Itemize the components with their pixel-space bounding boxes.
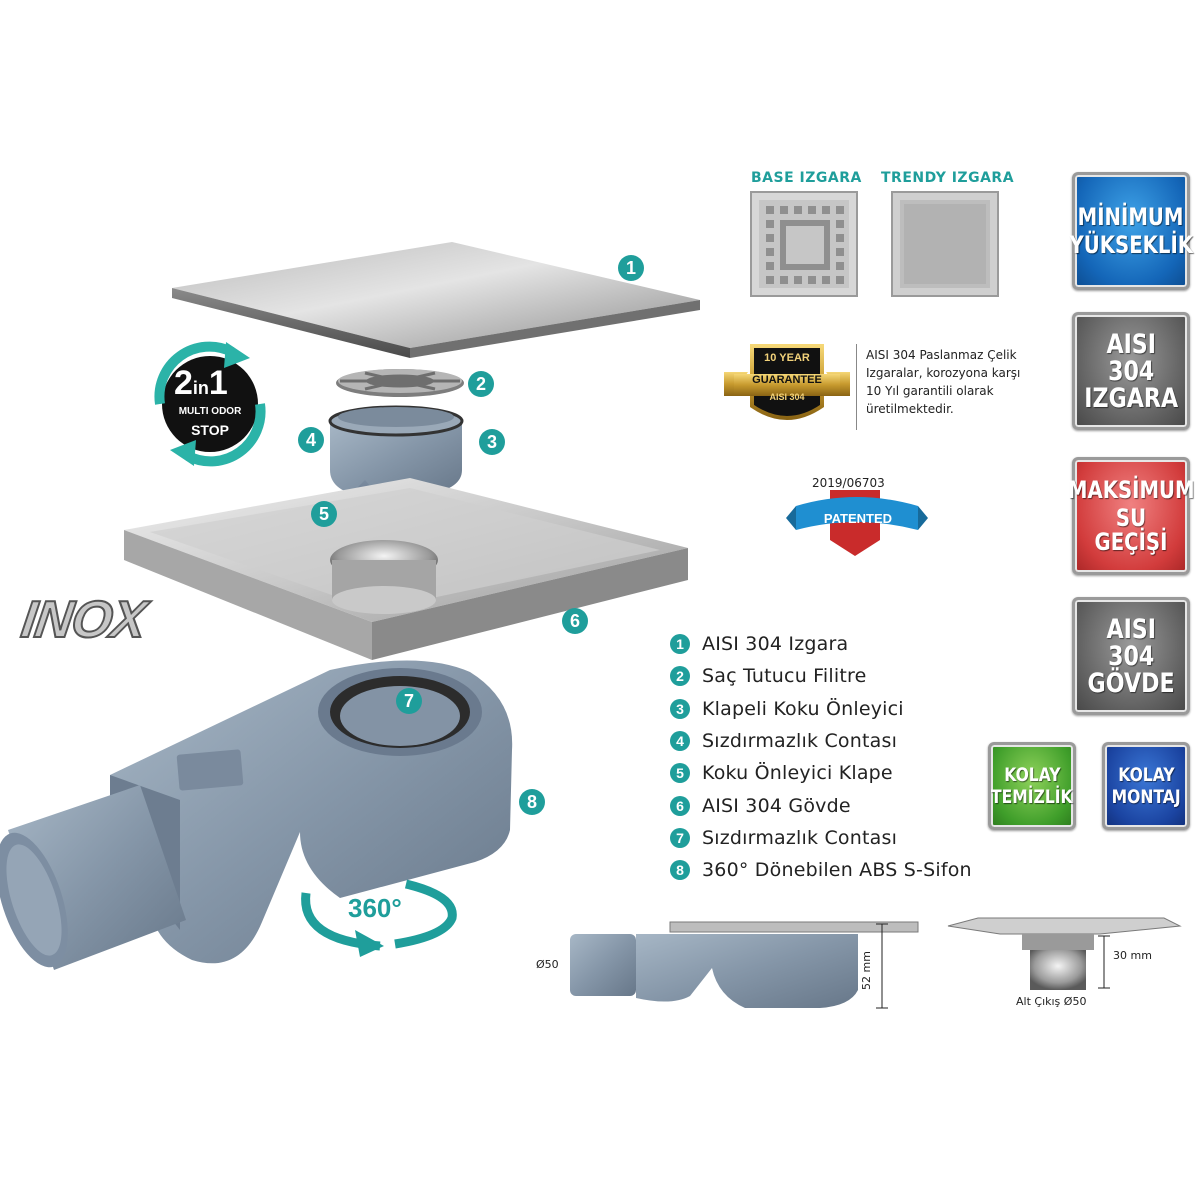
list-item: 3 Klapeli Koku Önleyici bbox=[670, 693, 972, 725]
two-in-one-emblem: 2in1 MULTI ODOR STOP bbox=[174, 364, 242, 438]
side-view-drawing bbox=[570, 921, 919, 1009]
guarantee-description: AISI 304 Paslanmaz Çelik Izgaralar, koro… bbox=[866, 348, 1021, 416]
guarantee-seal bbox=[724, 344, 850, 420]
legend-number: 6 bbox=[670, 795, 690, 816]
patent-label: PATENTED bbox=[823, 511, 893, 526]
part-badge-3: 3 bbox=[479, 429, 505, 455]
legend-text: 360° Dönebilen ABS S-Sifon bbox=[702, 859, 972, 882]
top-grate-plate bbox=[172, 242, 700, 348]
legend-number: 3 bbox=[670, 698, 690, 719]
part-badge-8: 8 bbox=[519, 789, 545, 815]
feature-aisi304-body: AISI 304 GÖVDE bbox=[1072, 597, 1190, 715]
trendy-grate-image bbox=[891, 191, 999, 297]
legend-text: Koku Önleyici Klape bbox=[702, 762, 893, 785]
legend-text: Klapeli Koku Önleyici bbox=[702, 697, 904, 720]
list-item: 2 Saç Tutucu Filitre bbox=[670, 660, 972, 692]
list-item: 5 Koku Önleyici Klape bbox=[670, 757, 972, 789]
bottom-height-label: 30 mm bbox=[1113, 949, 1152, 962]
inox-logo: INOX bbox=[17, 590, 150, 650]
list-item: 1 AISI 304 Izgara bbox=[670, 628, 972, 660]
patent-ribbon bbox=[786, 490, 928, 556]
legend-number: 2 bbox=[670, 666, 690, 687]
parts-legend: 1 AISI 304 Izgara 2 Saç Tutucu Filitre 3 Kl… bbox=[670, 628, 972, 886]
feature-maximum-flow: MAKSİMUM SU GEÇİŞİ bbox=[1068, 457, 1194, 575]
base-grate-image bbox=[750, 191, 858, 297]
legend-number: 5 bbox=[670, 763, 690, 784]
part-badge-2: 2 bbox=[468, 371, 494, 397]
list-item: 7 Sızdırmazlık Contası bbox=[670, 822, 972, 854]
feature-easy-mounting: KOLAY MONTAJ bbox=[1102, 742, 1190, 830]
list-item: 8 360° Dönebilen ABS S-Sifon bbox=[670, 854, 972, 886]
legend-text: Sızdırmazlık Contası bbox=[702, 826, 898, 849]
outlet-diameter-label: Ø50 bbox=[536, 958, 559, 971]
guarantee-divider bbox=[856, 344, 857, 430]
legend-number: 4 bbox=[670, 731, 690, 752]
side-height-label: 52 mm bbox=[860, 951, 873, 990]
legend-text: AISI 304 Gövde bbox=[702, 794, 851, 817]
legend-text: AISI 304 Izgara bbox=[702, 633, 849, 656]
legend-number: 1 bbox=[670, 634, 690, 655]
base-grate-label: BASE IZGARA bbox=[751, 170, 862, 186]
part-badge-4: 4 bbox=[298, 427, 324, 453]
part-badge-1: 1 bbox=[618, 255, 644, 281]
guarantee-seal-text: 10 YEAR GUARANTEE AISI 304 bbox=[752, 352, 822, 402]
patent-number: 2019/06703 bbox=[812, 476, 885, 490]
legend-number: 8 bbox=[670, 860, 690, 881]
part-badge-6: 6 bbox=[562, 608, 588, 634]
part-badge-5: 5 bbox=[311, 501, 337, 527]
bottom-outlet-drawing bbox=[947, 917, 1182, 990]
bottom-outlet-label: Alt Çıkış Ø50 bbox=[1016, 995, 1087, 1008]
part-badge-7: 7 bbox=[396, 688, 422, 714]
legend-text: Saç Tutucu Filitre bbox=[702, 665, 867, 688]
feature-easy-cleaning: KOLAY TEMİZLİK bbox=[988, 742, 1076, 830]
feature-aisi304-grate: AISI 304 IZGARA bbox=[1072, 312, 1190, 430]
trendy-grate-label: TRENDY IZGARA bbox=[881, 170, 1015, 186]
legend-number: 7 bbox=[670, 827, 690, 848]
legend-text: Sızdırmazlık Contası bbox=[702, 730, 898, 753]
list-item: 4 Sızdırmazlık Contası bbox=[670, 725, 972, 757]
list-item: 6 AISI 304 Gövde bbox=[670, 789, 972, 821]
feature-minimum-height: MİNİMUM YÜKSEKLİK bbox=[1069, 172, 1193, 290]
rotation-label: 360° bbox=[348, 893, 402, 923]
